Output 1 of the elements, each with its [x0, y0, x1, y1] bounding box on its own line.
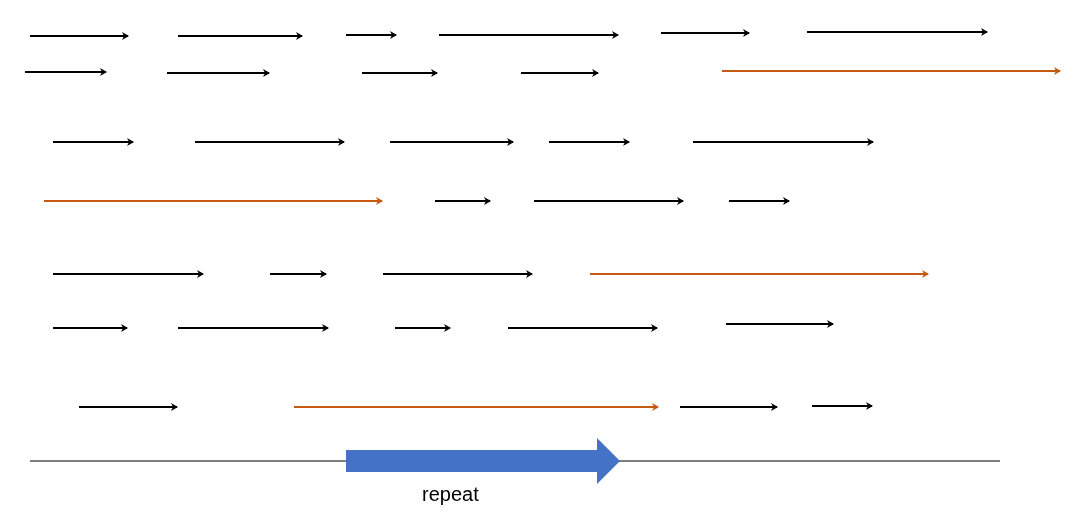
region-label: repeat — [422, 483, 479, 506]
